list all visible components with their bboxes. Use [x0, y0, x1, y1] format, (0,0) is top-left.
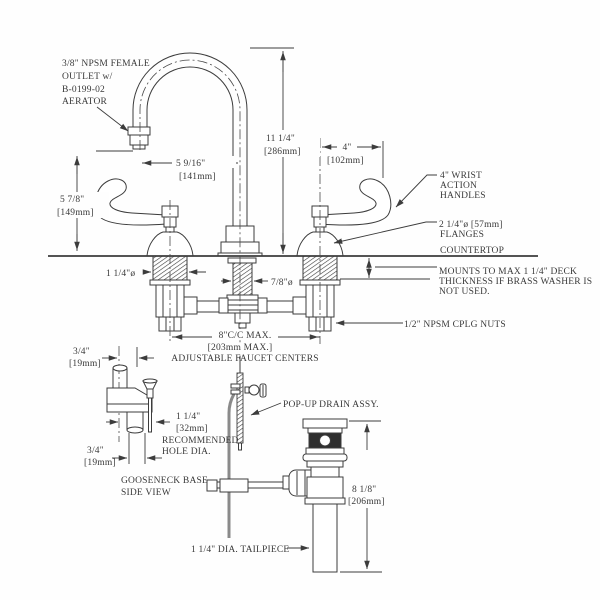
base-caption-line2: SIDE VIEW [121, 488, 171, 498]
wrist-note-line3: HANDLES [440, 191, 486, 201]
right-flange [296, 231, 344, 257]
centers-dim-line2: [203mm MAX.] [208, 343, 273, 353]
hole-dim-mm: [32mm] [176, 424, 208, 434]
dim-outlet-height-in: 5 7/8" [60, 195, 84, 205]
tailpiece-label: 1 1/4" DIA. TAILPIECE [191, 545, 289, 555]
drain-tee [306, 476, 344, 499]
hole-note-line1: RECOMMENDED [162, 436, 239, 446]
dim-reach-mm: [141mm] [179, 172, 216, 182]
shank-dia-label: 1 1/4"ø [106, 269, 135, 279]
flange-leader [333, 221, 437, 244]
outlet-note-line2: OUTLET w/ [62, 72, 113, 82]
popup-label: POP-UP DRAIN ASSY. [283, 400, 379, 410]
centers-dim-line1: 8"C/C MAX. [219, 331, 272, 341]
base-dim-bot-in: 3/4" [87, 446, 104, 456]
gooseneck-spout [127, 52, 248, 226]
flange-note-line1: 2 1/4"ø [57mm] [439, 220, 503, 230]
drain-flange [302, 418, 348, 429]
base-dim-bot-mm: [19mm] [84, 458, 116, 468]
drain-dimensions [287, 420, 382, 573]
drain-len-mm: [206mm] [348, 497, 385, 507]
left-wrist-handle [94, 178, 194, 257]
supply-pipes [183, 296, 307, 315]
outlet-note-line3: B-0199-02 [62, 85, 105, 95]
centerlines [118, 59, 321, 442]
base-view-dimensions [102, 347, 170, 464]
popup-rod [227, 393, 236, 538]
popup-leader [250, 402, 282, 416]
base-dim-top-mm: [19mm] [69, 359, 101, 369]
leader-lines [96, 106, 437, 416]
base-caption-line1: GOOSENECK BASE [121, 476, 208, 486]
drain-len-in: 8 1/8" [352, 485, 376, 495]
wrist-note-line1: 4" WRIST [440, 171, 482, 181]
deck-note-line3: NOT USED. [439, 287, 490, 297]
base-dim-top-in: 3/4" [73, 347, 90, 357]
centers-dim-line3: ADJUSTABLE FAUCET CENTERS [171, 354, 318, 364]
popup-lift-rod [227, 356, 267, 538]
dim-outlet-height-mm: [149mm] [57, 208, 94, 218]
text-masks [55, 130, 388, 507]
hole-dim-in: 1 1/4" [176, 412, 200, 422]
dim-handle-mm: [102mm] [327, 156, 364, 166]
base-side-view [106, 364, 158, 434]
countertop-label: COUNTERTOP [440, 246, 504, 256]
wrist-leader [395, 174, 437, 208]
deck-note-line2: THICKNESS IF BRASS WASHER IS [439, 277, 592, 287]
annotations: 3/8" NPSM FEMALE OUTLET w/ B-0199-02 AER… [57, 59, 592, 555]
clevis [219, 478, 249, 493]
deck-note-line1: MOUNTS TO MAX 1 1/4" DECK [439, 267, 577, 277]
drain-body [302, 418, 348, 573]
lift-knob [248, 384, 260, 396]
flange-note-line2: FLANGES [440, 230, 484, 240]
dim-handle-in: 4" [342, 143, 351, 153]
tailpiece [312, 503, 338, 573]
outlet-note-line4: AERATOR [62, 97, 107, 107]
pivot-rod-assembly [206, 469, 319, 497]
dim-total-height-in: 11 1/4" [266, 134, 295, 144]
right-wrist-handle [296, 178, 392, 257]
aerator-leader [96, 106, 129, 132]
dim-total-height-mm: [286mm] [264, 147, 301, 157]
aerator-tip [132, 144, 146, 150]
outlet-note-line1: 3/8" NPSM FEMALE [62, 59, 150, 69]
center-shank [226, 257, 259, 329]
wrist-note-line2: ACTION [440, 181, 477, 191]
cplg-nuts-label: 1/2" NPSM CPLG NUTS [404, 320, 506, 330]
dim-reach-in: 5 9/16" [176, 159, 205, 169]
hole-note-line2: HOLE DIA. [162, 447, 211, 457]
center-shank-dia-label: 7/8"ø [271, 278, 293, 288]
